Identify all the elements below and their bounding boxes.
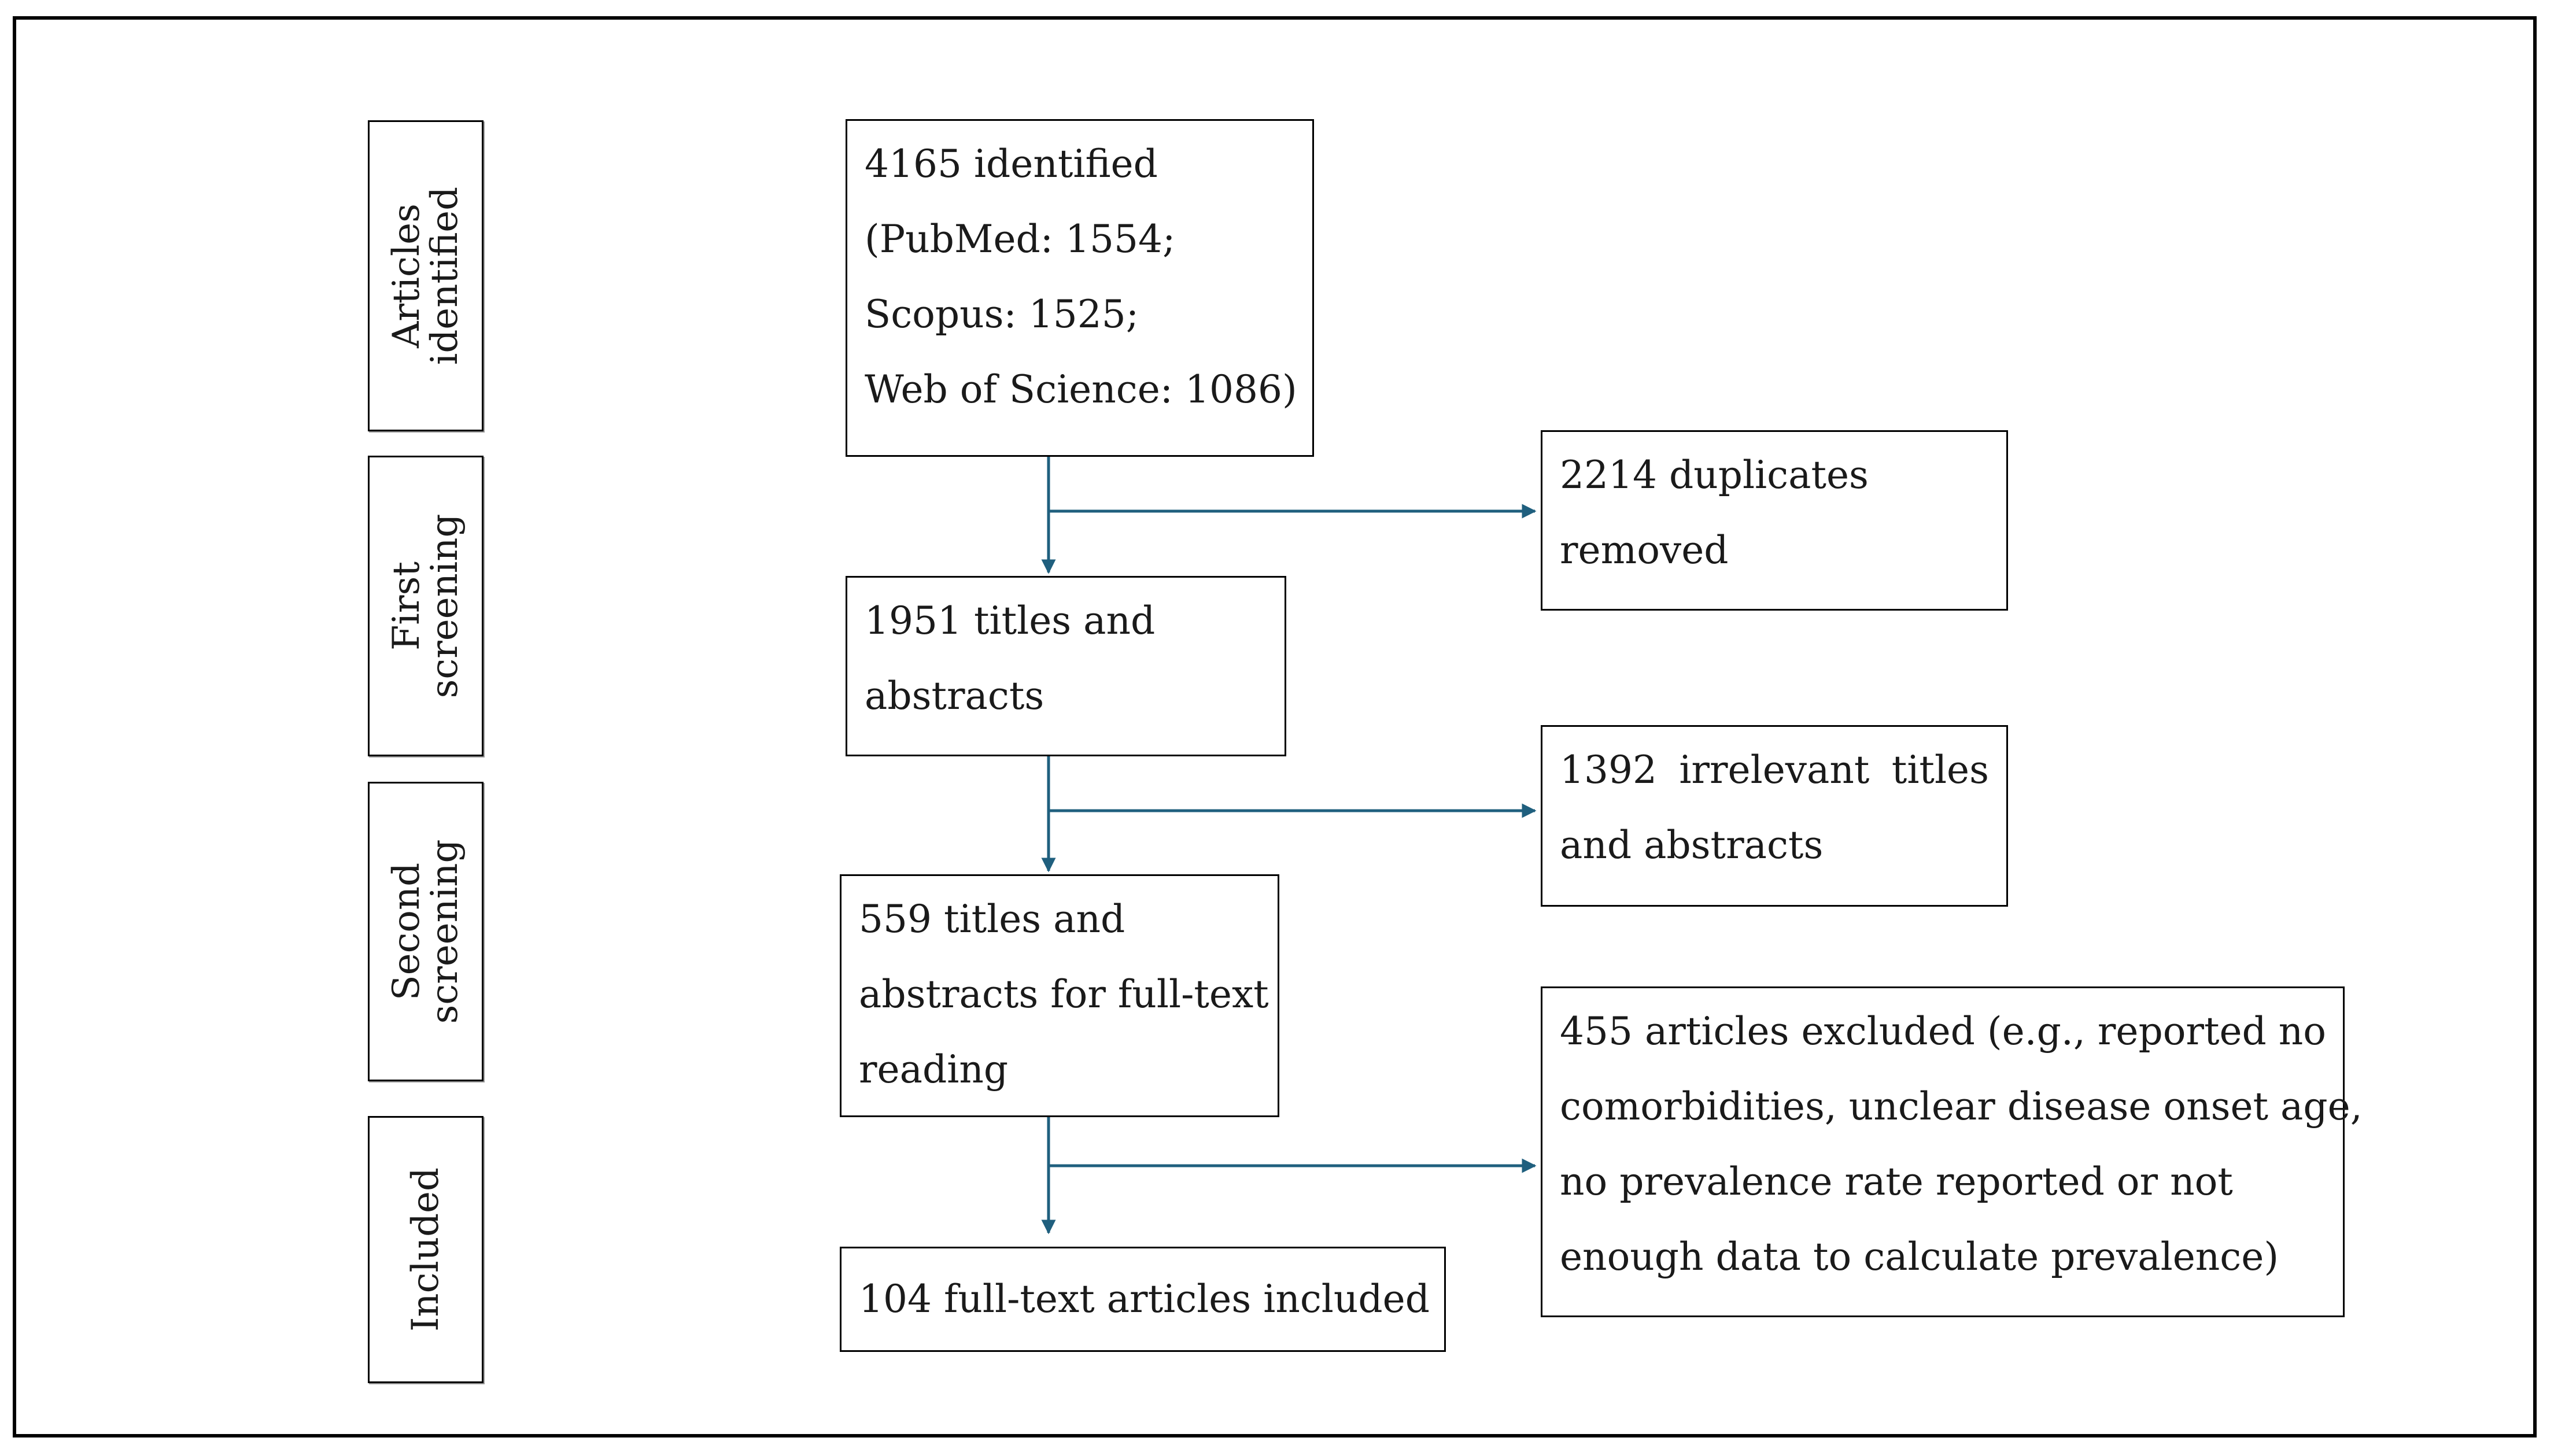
box-line: no prevalence rate reported or not	[1560, 1159, 2233, 1204]
box-word: titles	[1891, 748, 1989, 792]
box-word: irrelevant	[1679, 748, 1870, 792]
stage-articles-identified: Articles identified	[368, 120, 484, 431]
figure-frame	[13, 16, 2537, 1437]
stage-second-screening: Second screening	[368, 782, 484, 1081]
box-line: enough data to calculate prevalence)	[1560, 1235, 2279, 1279]
identified-box: 4165 identified (PubMed: 1554; Scopus: 1…	[846, 119, 1314, 457]
box-word: 1392	[1560, 748, 1657, 792]
irrelevant-box: 1392 irrelevant titles and abstracts	[1541, 725, 2008, 907]
stage-first-screening: First screening	[368, 456, 484, 756]
box-line: Scopus: 1525;	[865, 292, 1139, 337]
box-line: (PubMed: 1554;	[865, 217, 1176, 261]
box-line: 1951 titles and	[865, 598, 1156, 643]
box-line: 1392 irrelevant titles	[1560, 733, 1989, 808]
stage-included: Included	[368, 1116, 484, 1383]
box-line: 559 titles and	[859, 897, 1125, 941]
box-line: reading	[859, 1047, 1009, 1092]
box-line: 4165 identified	[865, 142, 1158, 186]
box-line: 455 articles excluded (e.g., reported no	[1560, 1009, 2327, 1054]
included-box: 104 full-text articles included	[840, 1247, 1446, 1352]
box-line: abstracts for full-text	[859, 972, 1269, 1017]
box-line: comorbidities, unclear disease onset age…	[1560, 1084, 2363, 1129]
box-line: 2214 duplicates	[1560, 453, 1869, 497]
box-line: Web of Science: 1086)	[865, 367, 1297, 412]
duplicates-box: 2214 duplicates removed	[1541, 430, 2008, 611]
box-line: and abstracts	[1560, 823, 1824, 867]
box-line: removed	[1560, 528, 1729, 572]
box-line: abstracts	[865, 674, 1045, 718]
second-screening-box: 559 titles and abstracts for full-text r…	[840, 874, 1279, 1117]
box-line: 104 full-text articles included	[859, 1277, 1430, 1321]
first-screening-box: 1951 titles and abstracts	[846, 576, 1286, 756]
excluded-box: 455 articles excluded (e.g., reported no…	[1541, 986, 2363, 1317]
